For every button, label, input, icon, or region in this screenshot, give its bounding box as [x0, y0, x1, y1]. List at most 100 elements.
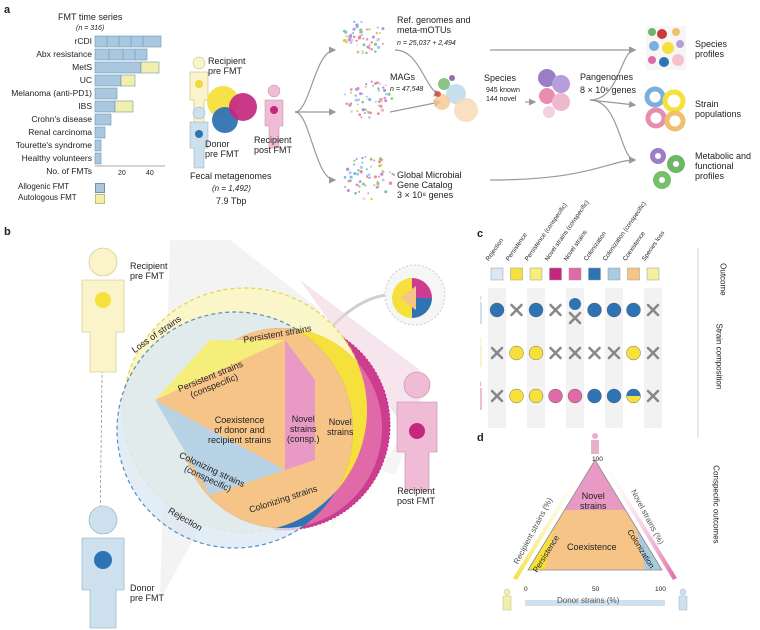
data-point-dot: [381, 170, 385, 174]
data-point-dot: [379, 104, 383, 108]
data-point-dot: [376, 45, 381, 49]
data-point-dot: [357, 36, 362, 40]
data-point-dot: [346, 39, 349, 42]
data-point-dot: [359, 92, 362, 96]
species-profiles: Species profiles: [695, 39, 728, 59]
gene-catalog: Global Microbial Gene Catalog 3 × 10⁸ ge…: [397, 170, 462, 200]
data-point-dot: [377, 89, 380, 92]
legend-allogenic-swatch: [95, 183, 105, 193]
timeseries-title: FMT time series: [58, 12, 123, 22]
data-point-dot: [368, 28, 371, 31]
data-point-dot: [355, 183, 359, 187]
data-point-dot: [349, 177, 353, 181]
data-point-dot: [359, 31, 362, 34]
outcome-swatch: [646, 267, 660, 281]
donor-pre-label-a: Donor pre FMT: [205, 139, 240, 159]
person-icon: [480, 302, 482, 324]
outcome-swatch: [568, 267, 582, 281]
bar-row-label: Melanoma (anti-PD1): [11, 88, 92, 98]
data-point-dot: [361, 100, 365, 104]
side-strain-composition: Strain composition: [714, 323, 724, 390]
ref-n: n = 25,037 + 2,494: [397, 40, 456, 47]
data-point-dot: [354, 191, 357, 195]
absent-mark: [510, 303, 523, 317]
absent-mark: [588, 346, 601, 360]
data-point-dot: [385, 93, 388, 96]
ternary-tick-0: 0: [524, 586, 528, 593]
data-point-dot: [348, 103, 352, 107]
panel-a-label: a: [4, 4, 11, 16]
strain-venn-diagram: [81, 247, 446, 629]
conspecific-ternary-plot: [502, 433, 688, 611]
donor-pre-label-b: Donor pre FMT: [130, 583, 165, 603]
data-point-dot: [380, 109, 383, 113]
bar-row-label: rCDI: [74, 36, 92, 46]
outcome-swatch: [549, 267, 562, 281]
person-icon: [480, 381, 482, 387]
data-point-dot: [349, 109, 353, 113]
data-point-dot: [356, 110, 359, 113]
data-point-dot: [381, 178, 385, 182]
data-point-dot: [343, 176, 347, 179]
data-point-dot: [380, 100, 383, 103]
recipient-post-label-a: Recipient post FMT: [254, 135, 293, 155]
absent-mark: [549, 303, 562, 317]
data-point-dot: [365, 95, 368, 98]
axis-tick-40: 40: [146, 170, 154, 177]
data-point-dot: [379, 31, 381, 34]
outcome-swatch: [510, 267, 523, 281]
data-point-dot: [378, 164, 382, 168]
recipient-pre-person-b-icon: [81, 247, 125, 373]
data-point-dot: [369, 157, 373, 161]
data-point-dot: [356, 103, 359, 106]
data-point-dot: [360, 33, 364, 37]
fecal-n: (n = 1,492): [212, 184, 251, 193]
data-point-dot: [355, 39, 358, 42]
data-point-dot: [353, 163, 356, 166]
data-point-dot: [369, 165, 373, 169]
data-point-dot: [361, 52, 364, 55]
metabolic-profiles: Metabolic and functional profiles: [695, 151, 752, 181]
data-point-dot: [345, 102, 349, 106]
data-point-dot: [361, 92, 364, 95]
data-point-dot: [367, 173, 371, 176]
data-point-dot: [351, 28, 354, 31]
fecal-size: 7.9 Tbp: [216, 196, 247, 206]
data-point-dot: [376, 112, 380, 115]
bar-row-label: Tourette's syndrome: [15, 140, 92, 150]
bar-row-label: UC: [79, 75, 92, 85]
data-point-dot: [362, 37, 365, 40]
data-point-dot: [365, 168, 368, 171]
data-point-dot: [345, 34, 349, 38]
top-person-icon: [591, 433, 599, 454]
data-point-dot: [377, 104, 380, 107]
data-sources-dots: [342, 20, 396, 201]
bar-row-label: Abx resistance: [36, 49, 92, 59]
bar-row-label: IBS: [78, 101, 92, 111]
data-point-dot: [358, 28, 362, 32]
ternary-novel: Novel strains: [580, 491, 607, 511]
species-profiles-icon: [646, 26, 686, 70]
data-point-dot: [374, 50, 377, 53]
pangenomes-label: Pangenomes: [580, 72, 634, 82]
data-point-dot: [373, 184, 376, 187]
data-point-dot: [378, 97, 381, 100]
strain-dot: [606, 388, 622, 404]
bar-chart-bars: [94, 35, 165, 167]
data-point-dot: [374, 82, 377, 85]
data-point-dot: [342, 29, 346, 33]
data-point-dot: [360, 20, 363, 24]
data-point-dot: [356, 50, 360, 54]
fmt-people-illustration: [189, 56, 284, 169]
data-point-dot: [381, 27, 385, 31]
data-point-dot: [351, 38, 355, 42]
absent-mark: [646, 389, 660, 403]
legend-autologous-swatch: [95, 194, 105, 204]
data-point-dot: [363, 112, 366, 115]
data-point-dot: [373, 159, 376, 162]
absent-mark: [490, 346, 504, 360]
data-point-dot: [359, 170, 363, 174]
absent-mark: [490, 389, 504, 403]
ternary-tick-100: 100: [655, 586, 666, 593]
person-icon: [480, 295, 482, 301]
